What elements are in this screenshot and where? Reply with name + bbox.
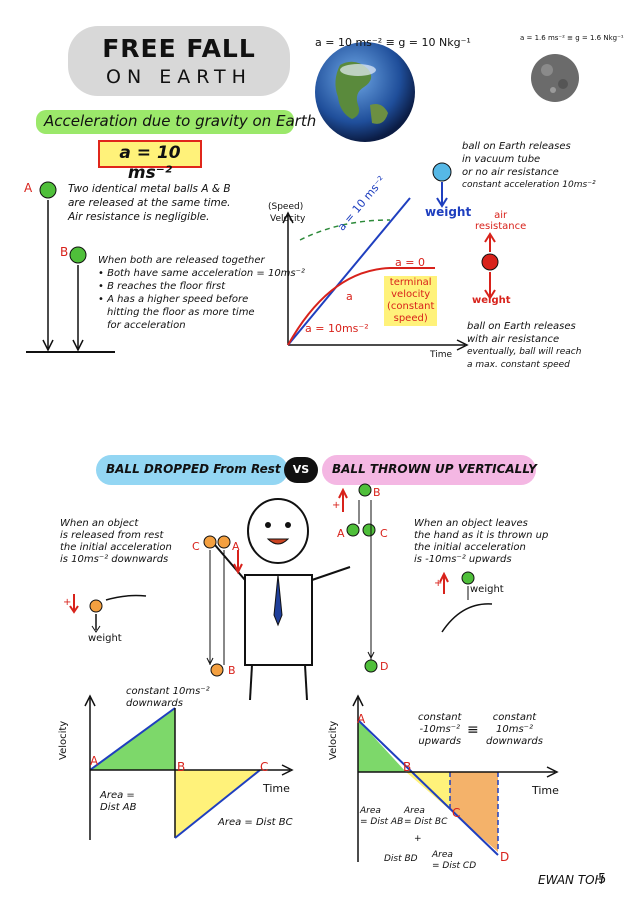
g4-ylabel: Velocity: [328, 720, 339, 760]
signature: EWAN TOH: [538, 873, 604, 887]
thrown-vt-graph: [352, 694, 559, 862]
vt-down-a: a: [346, 290, 353, 303]
released-note: When both are released together • Both h…: [98, 255, 305, 331]
vt-graph: [282, 197, 469, 351]
g4-dist-bd: Dist BD: [384, 854, 418, 864]
g4-area1: Area= Dist AB: [360, 806, 404, 827]
label-a: A: [24, 181, 33, 195]
title-background: [68, 26, 290, 96]
vacuum-ball-icon: [432, 162, 452, 208]
g3-xlabel: Time: [263, 782, 290, 795]
g3-area1: Area =Dist AB: [100, 790, 137, 813]
accel-box: [98, 140, 202, 168]
drop-diagram: [26, 181, 115, 353]
moon-icon: [531, 54, 579, 102]
page-subtitle: ON EARTH: [106, 66, 252, 88]
page-title: FREE FALL: [102, 34, 256, 63]
moon-formula: a = 1.6 ms⁻² ≡ g = 1.6 Nkg⁻¹: [520, 34, 624, 42]
earth-icon: [315, 42, 415, 142]
page-number: 5: [598, 872, 607, 887]
dropped-title: BALL DROPPED From Rest: [106, 462, 281, 476]
g4-label-d: D: [500, 850, 510, 864]
g3-label-a: A: [90, 754, 99, 768]
drop-label-b: B: [228, 664, 236, 677]
throw-hand-icon: [439, 571, 493, 633]
label-b: B: [60, 245, 69, 259]
vt-ylabel-2: Velocity: [270, 214, 306, 224]
throw-label-c: C: [380, 527, 388, 540]
drop-label-a: A: [232, 540, 240, 553]
accel-value: a = 10 ms⁻²: [119, 143, 181, 183]
vt-ylabel-1: (Speed): [268, 202, 304, 212]
g4-xlabel: Time: [532, 784, 559, 797]
throw-label-d: D: [380, 660, 389, 673]
g3-label-b: B: [177, 760, 186, 774]
throw-label-a: A: [337, 527, 345, 540]
g3-area2: Area = Dist BC: [218, 817, 293, 828]
g4-plus: +: [414, 834, 422, 844]
drop-weight: weight: [88, 633, 122, 644]
throw-balls-diagram: [338, 483, 378, 673]
throw-weight: weight: [470, 584, 504, 595]
drop-plus: +: [63, 597, 72, 608]
thrown-title: BALL THROWN UP VERTICALLY: [332, 462, 537, 476]
thrown-title-pill: [322, 455, 536, 485]
air-ball-icon: [481, 232, 499, 300]
vt-init-label: a = 10ms⁻²: [305, 322, 369, 335]
throw-hand-plus: +: [434, 578, 443, 589]
g4-label-c: C: [452, 806, 461, 820]
g4-area2: Area= Dist BC: [404, 806, 448, 827]
drop-balls-diagram: [203, 535, 243, 677]
drop-hand-icon: [69, 594, 147, 633]
dropped-vt-graph: [84, 694, 294, 840]
vt-xlabel: Time: [430, 350, 453, 360]
g4-area3: Area= Dist CD: [432, 850, 477, 871]
dropped-title-pill: [96, 455, 288, 485]
throw-label-b: B: [373, 486, 381, 499]
g4-label-b: B: [403, 760, 412, 774]
air-weight: weight: [472, 295, 511, 306]
accel-highlight: [36, 110, 294, 134]
g3-label-c: C: [260, 760, 269, 774]
throw-plus: +: [332, 500, 341, 511]
earth-formula: a = 10 ms⁻² ≡ g = 10 Nkg⁻¹: [315, 36, 471, 49]
vs-badge: VS: [284, 457, 318, 483]
accel-heading: Acceleration due to gravity on Earth: [44, 112, 317, 130]
vacuum-weight: weight: [425, 205, 472, 219]
person-illustration: [214, 498, 351, 701]
vt-a-zero: a = 0: [395, 256, 425, 269]
g3-ylabel: Velocity: [58, 720, 69, 760]
g4-equiv: ≡: [467, 722, 479, 738]
g4-label-a: A: [357, 712, 366, 726]
drop-label-c: C: [192, 540, 200, 553]
